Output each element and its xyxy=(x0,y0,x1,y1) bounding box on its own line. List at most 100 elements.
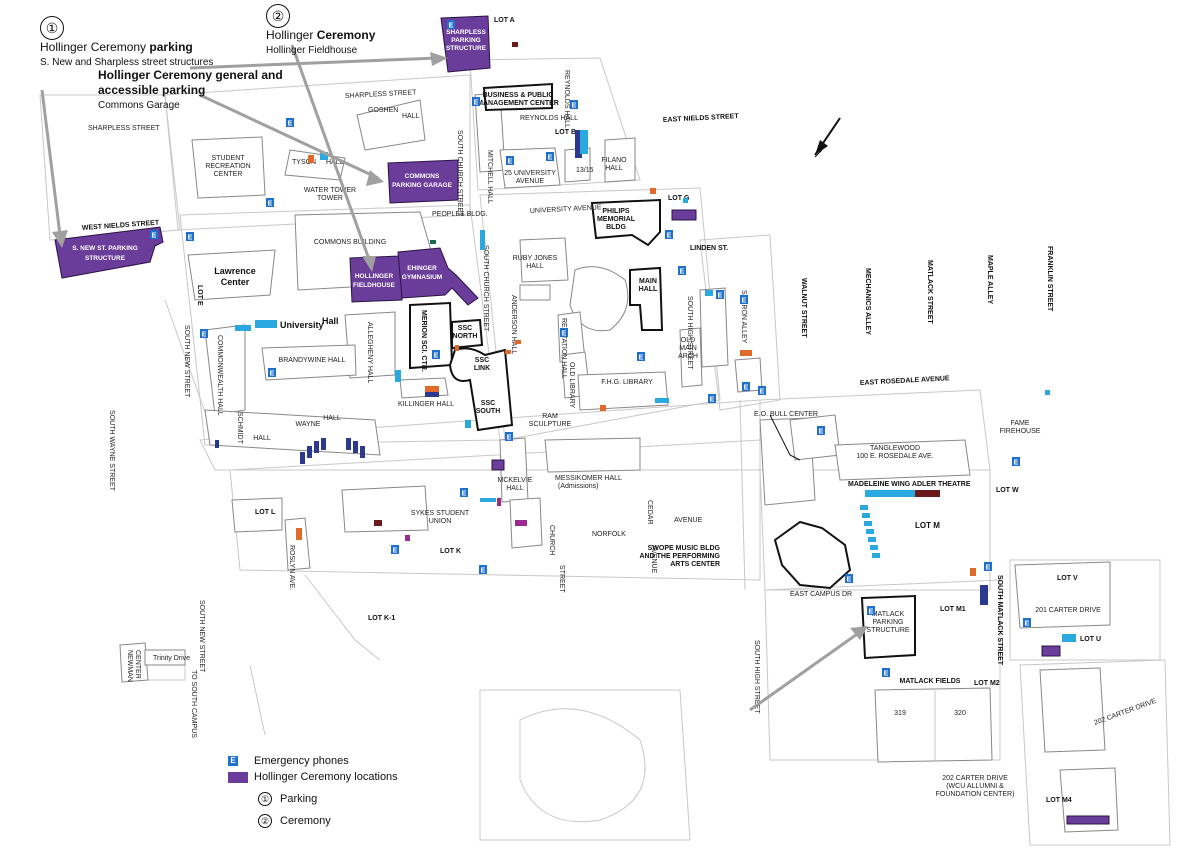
callout-parking: ① Hollinger Ceremony parking S. New and … xyxy=(40,16,213,70)
emergency-phone-icon: E xyxy=(740,295,748,305)
emergency-phone-icon: E xyxy=(505,432,513,442)
parking-spaces xyxy=(215,42,1076,642)
sharpless-parking-structure[interactable] xyxy=(440,15,491,73)
svg-text:MAPLE ALLEY: MAPLE ALLEY xyxy=(986,255,993,304)
svg-text:13/15: 13/15 xyxy=(576,167,594,174)
svg-text:E: E xyxy=(1014,460,1019,467)
svg-text:SOUTH WAYNE STREET: SOUTH WAYNE STREET xyxy=(108,410,115,492)
svg-text:UNIVERSITY AVENUE: UNIVERSITY AVENUE xyxy=(530,204,602,215)
svg-text:HALL: HALL xyxy=(526,263,544,270)
svg-text:MATLACK: MATLACK xyxy=(872,611,905,618)
svg-text:HALL: HALL xyxy=(639,286,658,293)
emergency-phone-icon: E xyxy=(1023,618,1031,628)
svg-text:SOUTH HIGH STREET: SOUTH HIGH STREET xyxy=(753,640,760,714)
svg-text:RECREATION: RECREATION xyxy=(205,163,250,170)
svg-text:EAST CAMPUS DR: EAST CAMPUS DR xyxy=(790,591,852,598)
svg-text:BRANDYWINE HALL: BRANDYWINE HALL xyxy=(279,357,346,364)
emergency-phone-icon: E xyxy=(391,545,399,555)
legend-ceremony-num: ② Ceremony xyxy=(228,812,398,830)
svg-text:LOT G: LOT G xyxy=(668,195,690,202)
emergency-phone-icon: E xyxy=(708,394,716,404)
svg-text:RAM: RAM xyxy=(542,413,558,420)
emergency-phone-icon: E xyxy=(1012,457,1020,467)
emergency-phone-icon: E xyxy=(882,668,890,678)
emergency-phone-icon: E xyxy=(817,426,825,436)
emergency-phone-icon: E xyxy=(506,156,514,166)
commons-parking-garage[interactable] xyxy=(387,159,459,204)
svg-text:SSC: SSC xyxy=(475,357,489,364)
svg-text:HALL: HALL xyxy=(253,435,271,442)
svg-text:SOUTH NEW STREET: SOUTH NEW STREET xyxy=(183,325,190,398)
svg-text:E: E xyxy=(718,293,723,300)
svg-text:OLD: OLD xyxy=(681,337,695,344)
svg-text:E: E xyxy=(508,159,513,166)
legend-ceremony: Hollinger Ceremony locations xyxy=(228,768,398,786)
emergency-phone-icon: E xyxy=(268,368,276,378)
svg-text:Center: Center xyxy=(221,277,250,287)
svg-text:Lawrence: Lawrence xyxy=(214,266,256,276)
emergency-phone-icon: E xyxy=(637,352,645,362)
svg-text:FOUNDATION CENTER): FOUNDATION CENTER) xyxy=(936,791,1015,798)
svg-text:SOUTH NEW STREET: SOUTH NEW STREET xyxy=(198,600,205,673)
svg-text:PHILIPS: PHILIPS xyxy=(602,208,630,215)
svg-text:202 CARTER DRIVE: 202 CARTER DRIVE xyxy=(942,775,1008,782)
svg-text:SSC: SSC xyxy=(481,400,495,407)
svg-text:Hall: Hall xyxy=(322,316,339,326)
svg-text:SCULPTURE: SCULPTURE xyxy=(529,421,572,428)
svg-text:WALNUT STREET: WALNUT STREET xyxy=(800,278,807,338)
svg-text:E: E xyxy=(268,201,273,208)
svg-text:E: E xyxy=(481,568,486,575)
svg-text:SOUTH CHURCH STREET: SOUTH CHURCH STREET xyxy=(456,130,463,217)
label-gym-2: GYMNASIUM xyxy=(402,274,442,281)
svg-text:LOT K: LOT K xyxy=(440,548,461,555)
emergency-phone-icon: E xyxy=(570,100,578,110)
emergency-phone-icon: E xyxy=(546,152,554,162)
label-sharpless-3: STRUCTURE xyxy=(446,45,487,52)
ceremony-locations xyxy=(54,15,1110,825)
svg-text:SOUTH: SOUTH xyxy=(476,408,501,415)
svg-text:LOT V: LOT V xyxy=(1057,575,1078,582)
svg-text:NORTH: NORTH xyxy=(453,333,478,340)
svg-text:E: E xyxy=(869,609,874,616)
label-fieldhouse-2: FIELDHOUSE xyxy=(353,282,396,289)
svg-text:LOT W: LOT W xyxy=(996,487,1019,494)
svg-text:SOUTH HIGH STREET: SOUTH HIGH STREET xyxy=(686,296,693,370)
svg-text:E: E xyxy=(562,331,567,338)
svg-text:LOT M2: LOT M2 xyxy=(974,680,1000,687)
label-snew-2: STRUCTURE xyxy=(85,255,126,262)
svg-text:MITCHELL HALL: MITCHELL HALL xyxy=(486,150,493,204)
emergency-phone-icon: E xyxy=(665,230,673,240)
svg-text:E: E xyxy=(270,371,275,378)
svg-text:F.H.G. LIBRARY: F.H.G. LIBRARY xyxy=(601,379,653,386)
svg-text:LINDEN ST.: LINDEN ST. xyxy=(690,245,728,252)
svg-text:CHURCH: CHURCH xyxy=(548,525,555,555)
label-commons-2: PARKING GARAGE xyxy=(392,182,452,189)
svg-text:STREET: STREET xyxy=(558,565,565,593)
svg-text:BUSINESS & PUBLIC: BUSINESS & PUBLIC xyxy=(483,92,554,99)
svg-text:HALL: HALL xyxy=(323,415,341,422)
svg-text:E: E xyxy=(393,548,398,555)
s-new-st-parking-structure[interactable] xyxy=(54,226,164,279)
legend-parking: ① Parking xyxy=(228,790,398,808)
svg-text:E: E xyxy=(152,233,157,240)
hollinger-fieldhouse[interactable] xyxy=(349,255,403,303)
svg-text:REYNOLDS HALL: REYNOLDS HALL xyxy=(520,115,578,122)
svg-text:(WCU ALLUMNI &: (WCU ALLUMNI & xyxy=(946,783,1004,790)
ehinger-gymnasium[interactable] xyxy=(397,247,479,306)
svg-text:STUDENT: STUDENT xyxy=(211,155,245,162)
svg-text:ROSLYN AVE.: ROSLYN AVE. xyxy=(288,545,295,590)
svg-text:TANGLEWOOD: TANGLEWOOD xyxy=(870,445,920,452)
callout-ceremony-number: ② xyxy=(266,4,290,28)
emergency-phone-icon: E xyxy=(150,230,158,240)
emergency-phone-icon: E xyxy=(266,198,274,208)
svg-text:LOT B: LOT B xyxy=(555,129,576,136)
svg-text:319: 319 xyxy=(894,710,906,717)
svg-text:SSC: SSC xyxy=(458,325,472,332)
svg-text:STRUCTURE: STRUCTURE xyxy=(866,627,909,634)
svg-text:E: E xyxy=(202,332,207,339)
svg-text:E: E xyxy=(884,671,889,678)
svg-text:E: E xyxy=(572,103,577,110)
svg-text:OLD LIBRARY: OLD LIBRARY xyxy=(568,362,575,408)
svg-text:MADELEINE WING ADLER THEATRE: MADELEINE WING ADLER THEATRE xyxy=(848,481,971,488)
emergency-phone-icon: E xyxy=(742,382,750,392)
